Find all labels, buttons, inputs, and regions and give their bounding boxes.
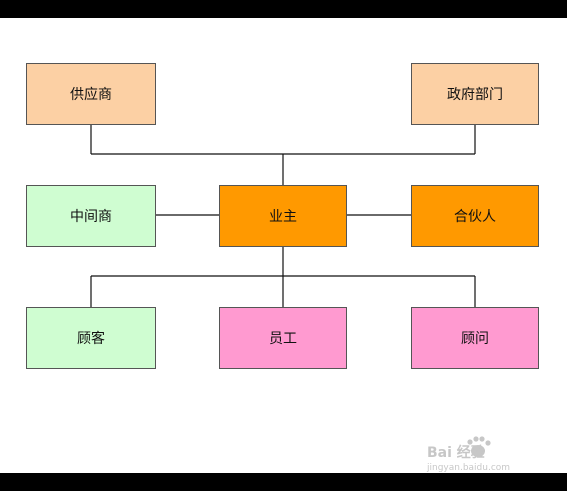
node-partner-label: 合伙人 bbox=[454, 209, 496, 225]
node-supplier: 供应商 bbox=[26, 63, 156, 125]
node-government: 政府部门 bbox=[411, 63, 539, 125]
node-supplier-label: 供应商 bbox=[70, 87, 112, 103]
baidu-jingyan-watermark: Bai 经验 jingyan.baidu.com bbox=[426, 436, 510, 473]
node-intermediary-label: 中间商 bbox=[70, 209, 112, 225]
watermark-url: jingyan.baidu.com bbox=[426, 463, 510, 473]
node-partner: 合伙人 bbox=[411, 185, 539, 247]
node-employee-label: 员工 bbox=[269, 331, 297, 347]
watermark-logo-text: Bai 经验 bbox=[427, 444, 486, 461]
node-owner-label: 业主 bbox=[269, 209, 297, 225]
node-consultant: 顾问 bbox=[411, 307, 539, 369]
node-owner: 业主 bbox=[219, 185, 347, 247]
node-customer: 顾客 bbox=[26, 307, 156, 369]
node-intermediary: 中间商 bbox=[26, 185, 156, 247]
node-customer-label: 顾客 bbox=[77, 331, 105, 347]
node-government-label: 政府部门 bbox=[447, 87, 503, 103]
node-employee: 员工 bbox=[219, 307, 347, 369]
node-consultant-label: 顾问 bbox=[461, 331, 489, 347]
paw-icon bbox=[471, 445, 485, 457]
